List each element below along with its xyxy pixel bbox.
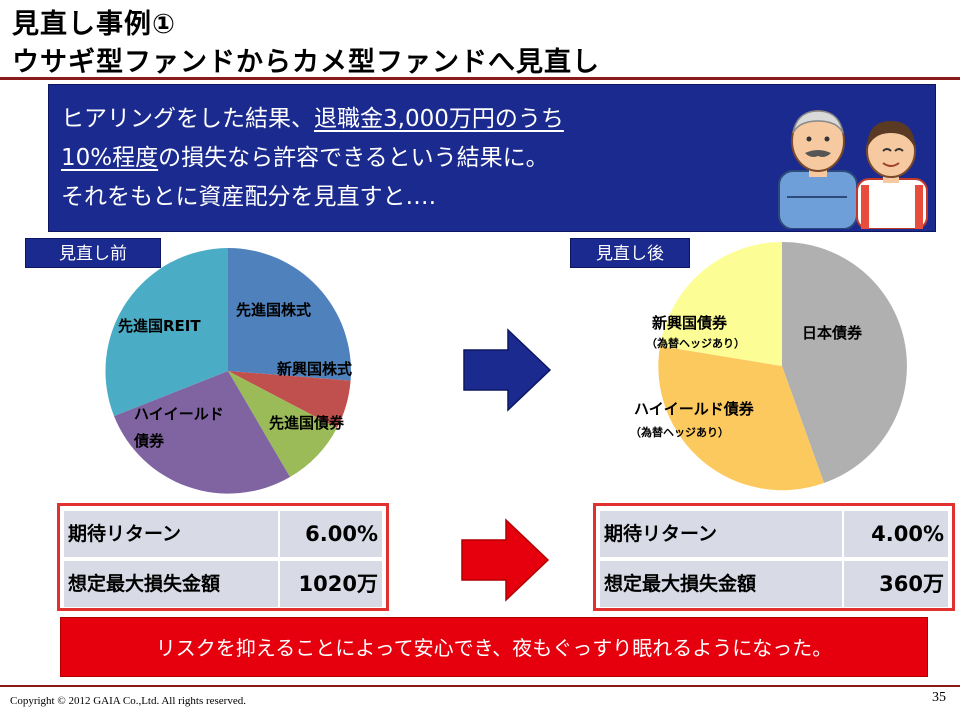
metrics-after: 期待リターン 4.00% 想定最大損失金額 360万 <box>593 503 955 611</box>
title-divider <box>0 77 960 80</box>
banner-line-2: 10%程度の損失なら許容できるという結果に。 <box>61 138 549 172</box>
label-emerging-bond-note: （為替ヘッジあり） <box>646 336 745 350</box>
page-number: 35 <box>932 690 946 705</box>
slice-high-yield-bond-hedged <box>658 346 824 491</box>
metric-row-return-after: 期待リターン 4.00% <box>600 511 948 557</box>
metric-row-loss-before: 想定最大損失金額 1020万 <box>64 561 382 607</box>
banner-line-3: それをもとに資産配分を見直すと‥‥ <box>61 184 437 210</box>
pie-chart-after: 日本債券 新興国債券 （為替ヘッジあり） ハイイールド債券 （為替ヘッジあり） <box>630 241 907 491</box>
tag-after: 見直し後 <box>570 238 690 268</box>
banner-line-2-plain: の損失なら許容できるという結果に。 <box>158 145 549 171</box>
label-expected-return-after: 期待リターン <box>604 523 718 545</box>
metric-divider <box>842 511 844 557</box>
value-expected-return-before: 6.00% <box>305 522 378 546</box>
copyright-text: Copyright © 2012 GAIA Co.,Ltd. All right… <box>10 695 246 707</box>
metric-row-return-before: 期待リターン 6.00% <box>64 511 382 557</box>
value-expected-return-after: 4.00% <box>871 522 944 546</box>
banner-line-1-underlined: 退職金3,000万円のうち <box>314 106 564 132</box>
value-max-loss-before: 1020万 <box>298 572 378 596</box>
slice-developed-bond <box>228 371 337 477</box>
pie-chart-before: 先進国REIT 先進国株式 新興国株式 先進国債券 ハイイールド 債券 <box>105 248 352 494</box>
metric-divider <box>278 561 280 607</box>
metric-divider <box>842 561 844 607</box>
metric-row-loss-after: 想定最大損失金額 360万 <box>600 561 948 607</box>
label-developed-stock: 先進国株式 <box>236 301 311 319</box>
label-max-loss-after: 想定最大損失金額 <box>604 573 757 595</box>
label-max-loss-before: 想定最大損失金額 <box>68 573 221 595</box>
label-emerging-bond: 新興国債券 <box>652 314 728 332</box>
label-emerging-stock: 新興国株式 <box>277 360 352 378</box>
page-subtitle: ウサギ型ファンドからカメ型ファンドへ見直し <box>12 47 600 78</box>
label-japan-bond: 日本債券 <box>802 324 863 342</box>
slice-developed-reit <box>105 248 228 416</box>
arrow-right-blue-icon <box>463 328 552 412</box>
banner-line-2-underlined: 10%程度 <box>61 145 159 171</box>
label-high-yield-line2: 債券 <box>133 432 165 450</box>
label-high-yield-bond-note: （為替ヘッジあり） <box>630 425 729 439</box>
label-developed-bond: 先進国債券 <box>269 414 345 432</box>
slice-developed-stock <box>228 248 351 381</box>
tag-before: 見直し前 <box>25 238 161 268</box>
label-developed-reit: 先進国REIT <box>118 317 201 335</box>
slice-japan-bond <box>782 241 907 483</box>
banner-line-1: ヒアリングをした結果、退職金3,000万円のうち <box>61 99 564 133</box>
slice-high-yield-bond <box>114 371 290 494</box>
slice-emerging-stock <box>228 371 351 428</box>
metrics-before: 期待リターン 6.00% 想定最大損失金額 1020万 <box>57 503 389 611</box>
label-high-yield-line1: ハイイールド <box>134 405 224 423</box>
footer-divider <box>0 685 960 687</box>
value-max-loss-after: 360万 <box>879 572 944 596</box>
slice-emerging-bond-hedged <box>660 242 782 366</box>
banner-line-1-plain: ヒアリングをした結果、 <box>61 106 314 132</box>
arrow-right-red-icon <box>461 518 550 602</box>
label-high-yield-bond: ハイイールド債券 <box>634 400 755 418</box>
page-title: 見直し事例① <box>12 9 176 40</box>
conclusion-banner: リスクを抑えることによって安心でき、夜もぐっすり眠れるようになった。 <box>60 617 928 677</box>
elderly-couple-illustration <box>778 110 928 229</box>
hearing-result-banner: ヒアリングをした結果、退職金3,000万円のうち 10%程度の損失なら許容できる… <box>48 84 936 232</box>
label-expected-return-before: 期待リターン <box>68 523 182 545</box>
metric-divider <box>278 511 280 557</box>
